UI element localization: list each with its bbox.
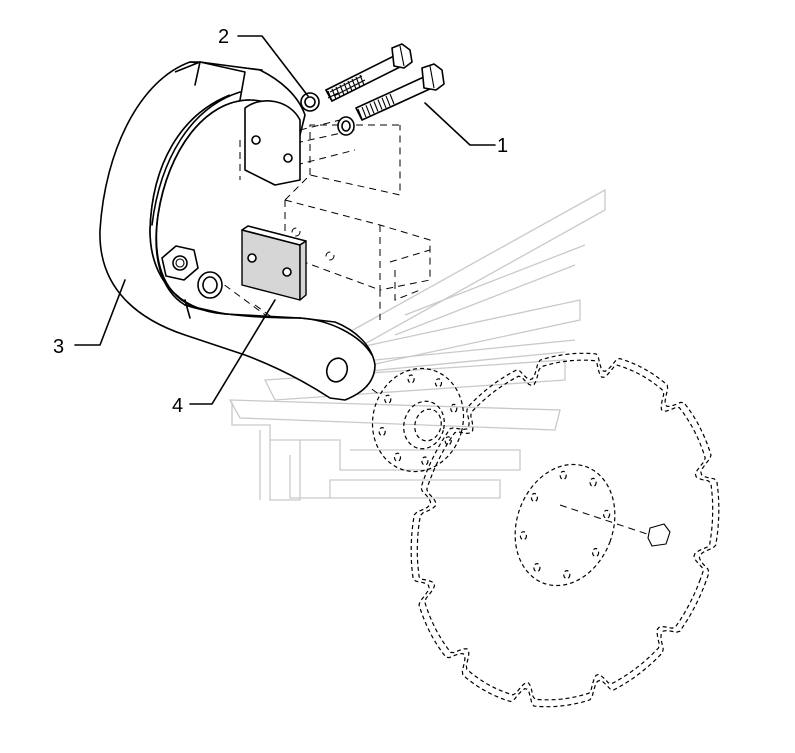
disc-bolt-hole <box>602 509 611 519</box>
bolt-thread <box>327 90 333 102</box>
hub-bolt-hole <box>384 394 392 404</box>
disc-bolt-hole <box>533 562 541 573</box>
callout-label-1: 1 <box>497 135 508 157</box>
callout-labels: 2 1 3 4 <box>53 26 508 417</box>
bolt-thread <box>369 103 375 114</box>
hub-icon <box>371 367 465 473</box>
scraper-body-icon <box>99 61 376 401</box>
bolt-thread <box>357 108 363 120</box>
bolt-thread <box>381 97 387 109</box>
hub-bolt-hole <box>444 436 452 446</box>
watermark-logo-icon <box>228 188 606 501</box>
bolt-thread <box>365 105 371 116</box>
bolt-thread <box>361 106 367 118</box>
hex-bolt-icon <box>325 43 445 121</box>
disc-bolt-hole <box>559 470 567 480</box>
disc-bolt-hole <box>519 531 528 541</box>
flat-washer-icon <box>197 92 355 299</box>
hub-bolt-hole <box>407 374 415 384</box>
bolt-thread <box>339 84 345 96</box>
hub-bolt-hole <box>434 378 443 388</box>
bolt-thread <box>385 95 391 107</box>
hub-bolt-hole <box>421 456 429 466</box>
disc-bolt-hole <box>530 492 539 503</box>
bolt-thread <box>377 99 383 110</box>
notched-disc-icon <box>410 352 720 708</box>
callout-label-2: 2 <box>218 26 229 48</box>
callout-leaders <box>74 35 496 405</box>
callout-label-4: 4 <box>172 395 183 417</box>
bolt-thread <box>373 101 379 112</box>
disc-bolt-hole <box>591 547 600 558</box>
bolt-thread <box>343 82 349 94</box>
hub-bolt-hole <box>450 403 458 413</box>
bolt-thread <box>351 78 357 90</box>
disc-bolt-hole <box>589 477 597 487</box>
bolt-thread <box>335 86 341 98</box>
bolt-thread <box>347 80 353 92</box>
bolt-thread <box>359 74 365 86</box>
callout-label-3: 3 <box>53 336 64 358</box>
plate-icon <box>241 225 307 301</box>
bolt-thread <box>355 76 361 88</box>
hex-nut-icon <box>161 245 199 281</box>
disc-bolt-hole <box>563 569 571 580</box>
hub-bolt-hole <box>393 452 402 462</box>
bolt-thread <box>331 88 337 100</box>
hub-bolt-hole <box>378 427 386 437</box>
bolt-thread <box>389 93 395 105</box>
